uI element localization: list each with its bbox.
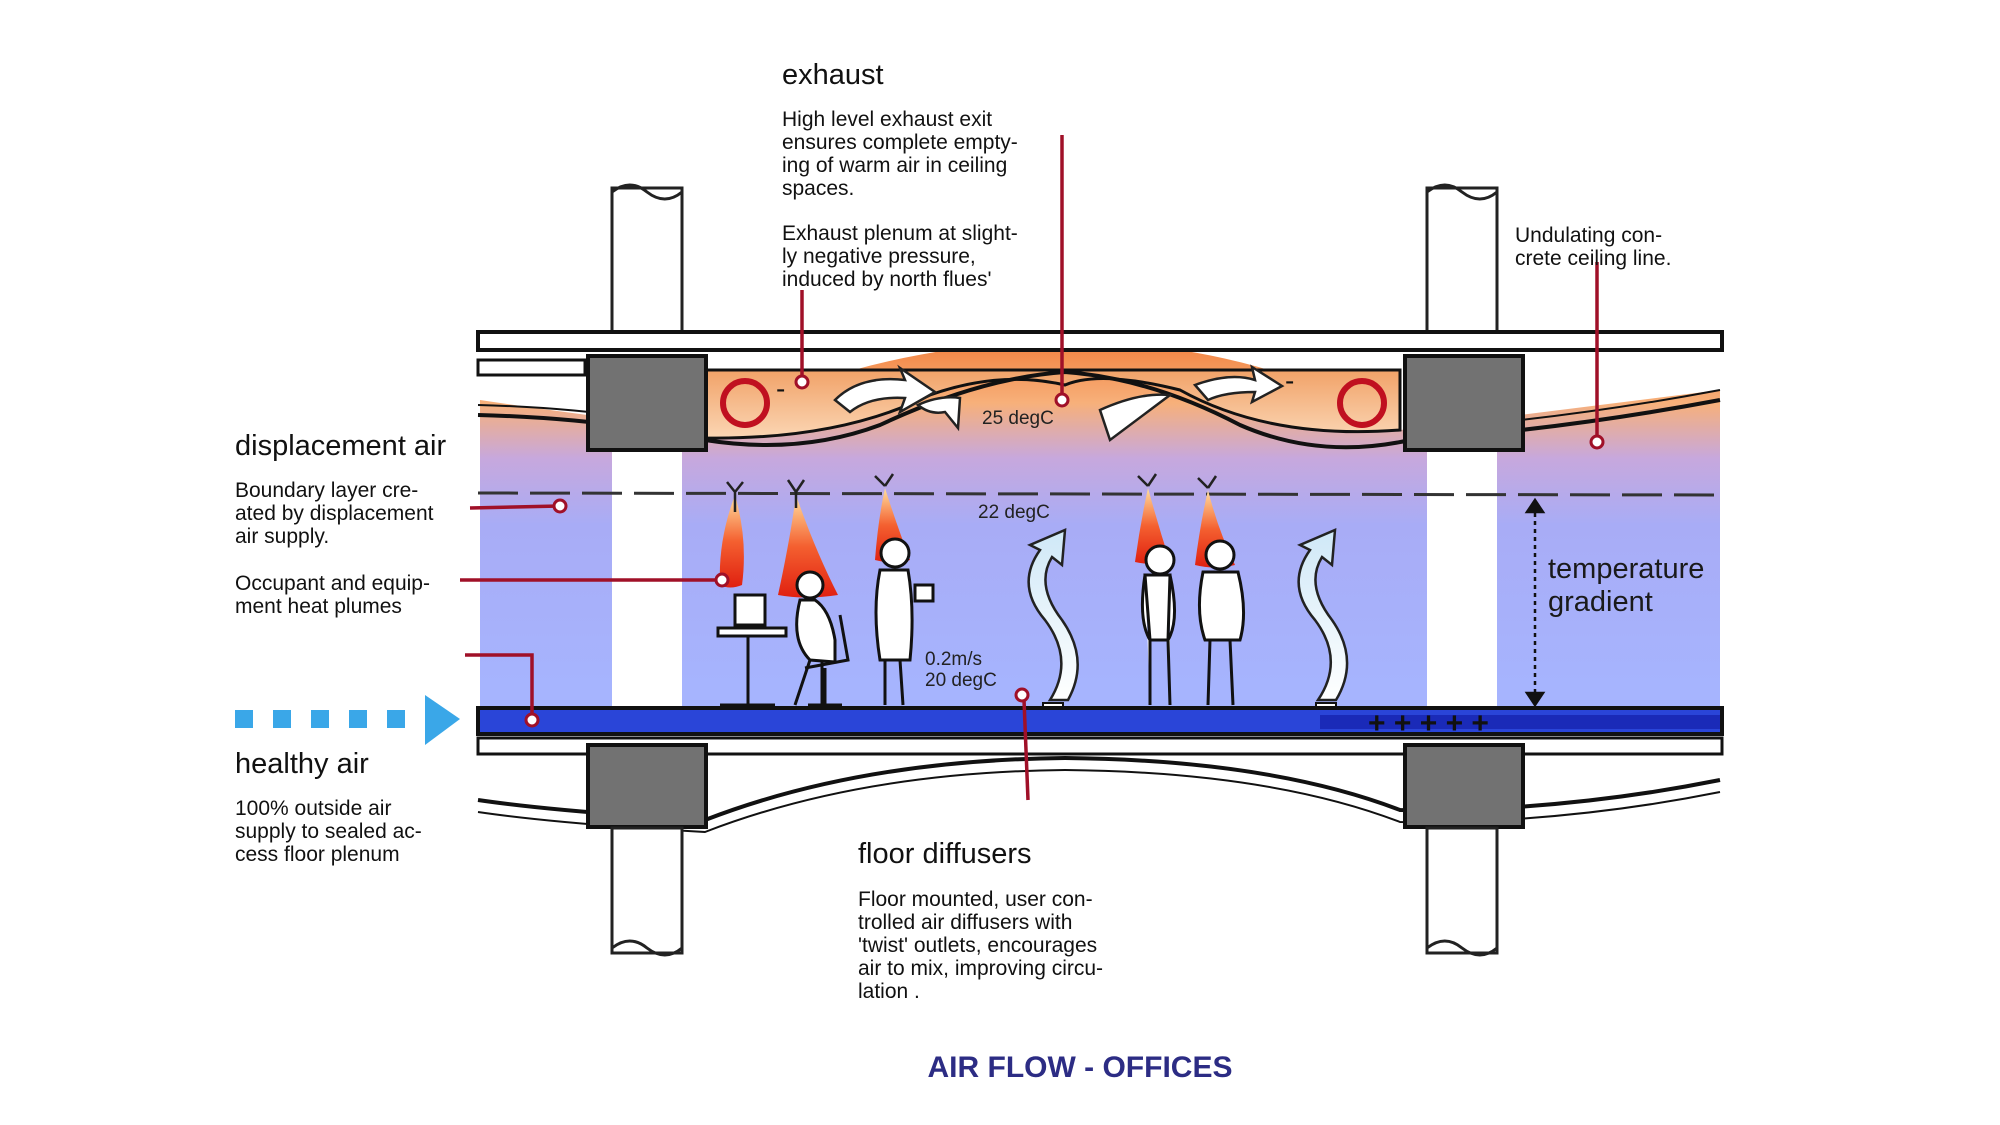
column-upper-right (1425, 183, 1499, 340)
exhaust-arrow-right (1192, 364, 1285, 405)
exhaust-line-2: ensures complete empty- (782, 131, 1018, 154)
ceiling-line-1: Undulating con- (1515, 224, 1662, 247)
minus-sign-left: - (776, 373, 785, 404)
minus-sign-right: - (1285, 365, 1294, 396)
plume-line-1: Occupant and equip- (235, 572, 430, 595)
computer-monitor (733, 593, 767, 627)
positive-pressure-signs: + + + + + (1368, 707, 1489, 740)
diagram-title: AIR FLOW - OFFICES (928, 1051, 1233, 1084)
boundary-line-2: ated by displacement (235, 502, 434, 525)
column-lower-left (610, 826, 684, 957)
exhaust-heading: exhaust (782, 59, 884, 91)
healthy-line-1: 100% outside air (235, 797, 391, 820)
plume-stems (726, 473, 1218, 512)
ceiling-line-2: crete ceiling line. (1515, 247, 1671, 270)
healthy-air-arrow (235, 695, 460, 745)
column-upper-left (610, 183, 684, 340)
healthy-line-2: supply to sealed ac- (235, 820, 422, 843)
exhaust-plenum-line-1: Exhaust plenum at slight- (782, 222, 1018, 245)
temp-22: 22 degC (978, 502, 1050, 523)
floor-line-5: lation . (858, 980, 920, 1003)
exhaust-arrow-center-right (1098, 393, 1174, 443)
exhaust-fan-left (720, 378, 770, 428)
column-lower-right (1425, 826, 1499, 957)
healthy-heading: healthy air (235, 748, 369, 780)
beam-upper-left (586, 354, 708, 452)
floor-diffusers-annotation: floor diffusers Floor mounted, user con-… (858, 838, 1103, 1003)
floor-line-2: trolled air diffusers with (858, 911, 1072, 934)
exhaust-line-4: spaces. (782, 177, 854, 200)
leader-endpoints (524, 374, 1605, 728)
exhaust-plenum-line-2: ly negative pressure, (782, 245, 976, 268)
temp-25: 25 degC (982, 408, 1054, 429)
floor-plenum (476, 706, 1724, 736)
floor-heading: floor diffusers (858, 838, 1032, 870)
beam-lower-right (1403, 743, 1525, 829)
ceiling-annotation: Undulating con- crete ceiling line. (1515, 224, 1671, 270)
beam-upper-right (1403, 354, 1525, 452)
occupant-figures (716, 537, 1246, 707)
beam-lower-left (586, 743, 708, 829)
exhaust-plenum-line-3: induced by north flues' (782, 268, 991, 291)
leader-lines (460, 135, 1599, 801)
column-room-left (612, 420, 682, 712)
exhaust-arrow-center-left (915, 396, 962, 432)
column-room-right (1427, 420, 1497, 712)
displacement-annotation: displacement air Boundary layer cre- ate… (235, 430, 446, 618)
boundary-line-1: Boundary layer cre- (235, 479, 418, 502)
ceiling-slab (476, 330, 1724, 377)
desk (716, 626, 788, 638)
exhaust-fan-right (1337, 378, 1387, 428)
boundary-line-3: air supply. (235, 525, 329, 548)
healthy-line-3: cess floor plenum (235, 843, 400, 866)
air-speed: 0.2m/s (925, 649, 982, 670)
exhaust-line-3: ing of warm air in ceiling (782, 154, 1007, 177)
exhaust-annotation: exhaust High level exhaust exit ensures … (782, 59, 1018, 291)
displacement-heading: displacement air (235, 430, 446, 462)
swirl-arrow-right (1297, 528, 1349, 702)
floor-line-4: air to mix, improving circu- (858, 957, 1103, 980)
floor-line-1: Floor mounted, user con- (858, 888, 1093, 911)
gradient-line-1: temperature (1548, 553, 1704, 585)
exhaust-line-1: High level exhaust exit (782, 108, 992, 131)
swirl-arrow-left (1027, 528, 1079, 702)
gradient-line-2: gradient (1548, 586, 1653, 618)
healthy-air-annotation: healthy air 100% outside air supply to s… (235, 748, 422, 866)
temp-20: 20 degC (925, 670, 997, 691)
temperature-gradient-arrow (1524, 497, 1546, 708)
plume-line-2: ment heat plumes (235, 595, 402, 618)
exhaust-arrow-left (833, 364, 938, 415)
gradient-annotation: temperature gradient (1548, 553, 1704, 618)
floor-line-3: 'twist' outlets, encourages (858, 934, 1097, 957)
